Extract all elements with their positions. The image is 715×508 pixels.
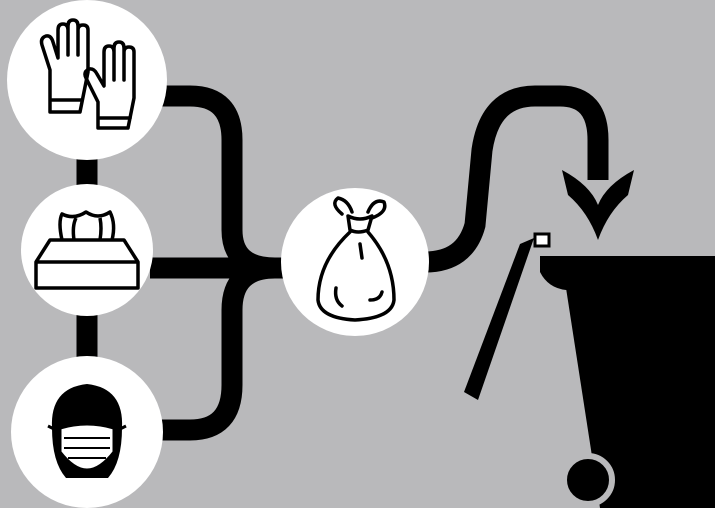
bin-wheel xyxy=(564,456,612,504)
mask-step xyxy=(11,356,163,508)
mask-to-bag-connector xyxy=(150,268,275,430)
wheelie-bin-icon xyxy=(464,234,715,508)
gloves-step xyxy=(7,0,167,160)
gloves-to-bag-connector xyxy=(150,96,275,268)
arrow-head xyxy=(562,170,634,240)
tissues-circle xyxy=(21,184,153,316)
bag-step xyxy=(281,188,429,336)
bin-step xyxy=(464,234,715,508)
tissues-step xyxy=(21,184,153,316)
bin-hinge xyxy=(535,234,549,246)
face-mask-icon xyxy=(48,384,126,478)
bag-circle xyxy=(281,188,429,336)
bin-lid xyxy=(464,238,534,400)
bin-rim xyxy=(540,256,715,290)
